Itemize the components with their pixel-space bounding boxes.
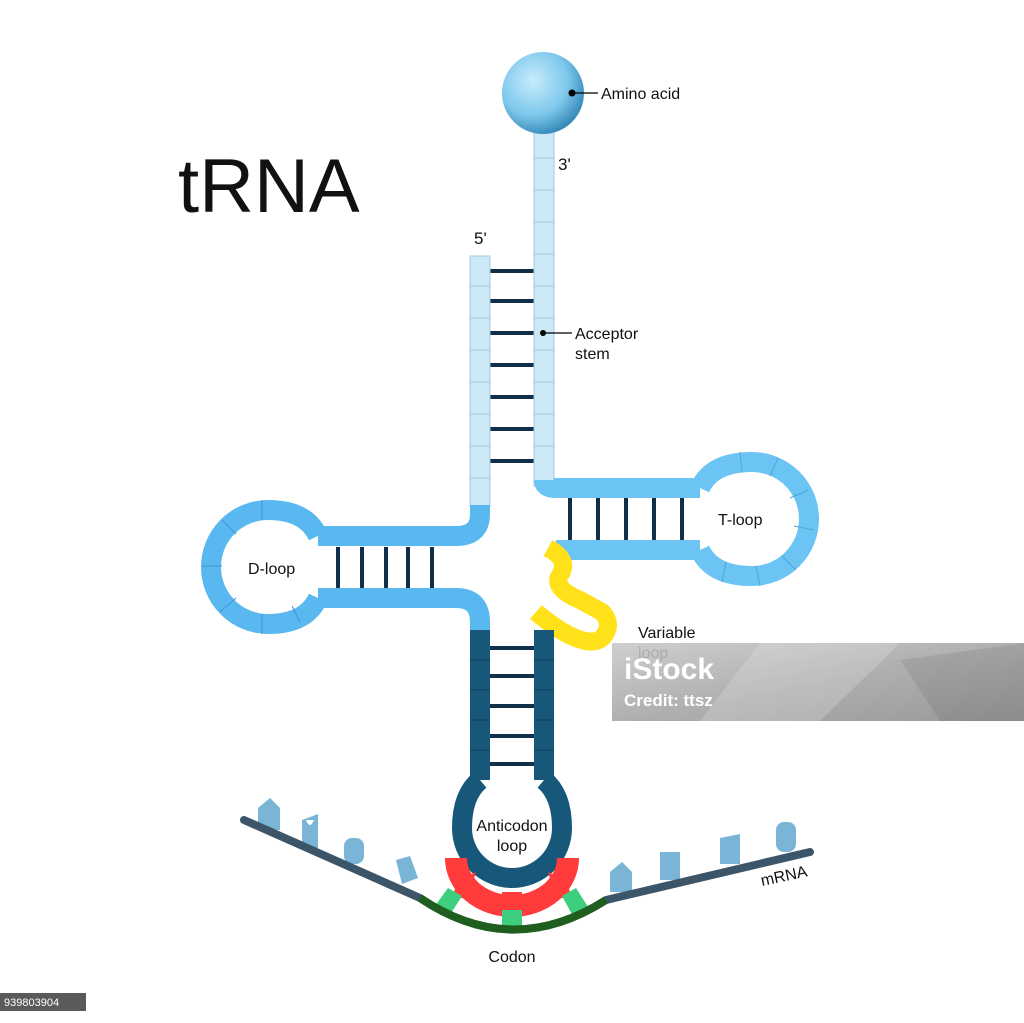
image-id-tag — [0, 993, 86, 1011]
anticodon-loop — [451, 772, 573, 888]
acceptor-stem-3prime-strand — [533, 125, 555, 487]
t-arm-upper-strand — [534, 477, 700, 498]
base-pairs — [336, 269, 684, 766]
five-prime-label: 5' — [474, 229, 487, 248]
t-loop — [690, 451, 819, 587]
anticodon-loop-label-2: loop — [497, 838, 527, 855]
d-loop — [201, 499, 328, 635]
amino-acid-sphere — [502, 52, 584, 134]
anticodon-nubs — [452, 872, 572, 912]
acceptor-stem-5prime-strand — [469, 255, 491, 507]
watermark-banner: iStock Credit: ttsz — [612, 643, 1024, 721]
mrna-strand — [240, 798, 814, 934]
d-arm-upper-strand — [318, 505, 490, 546]
variable-loop-label-1: Variable — [638, 625, 696, 642]
watermark-brand: iStock — [624, 653, 714, 686]
d-loop-label: D-loop — [248, 561, 295, 578]
image-id-text: 939803904 — [4, 997, 59, 1009]
t-loop-label: T-loop — [718, 512, 763, 529]
acceptor-stem-label-1: Acceptor — [575, 326, 639, 343]
diagram-title: tRNA — [178, 144, 360, 229]
acceptor-stem-label-2: stem — [575, 346, 610, 363]
watermark-credit: Credit: ttsz — [624, 691, 713, 710]
d-arm-lower-strand — [318, 588, 490, 632]
amino-acid-label: Amino acid — [601, 86, 680, 103]
mrna-label: mRNA — [759, 863, 809, 889]
anticodon-arm — [470, 630, 554, 780]
codon-label: Codon — [488, 949, 535, 966]
three-prime-label: 3' — [558, 155, 571, 174]
anticodon-loop-label-1: Anticodon — [476, 818, 547, 835]
variable-loop — [530, 540, 617, 651]
